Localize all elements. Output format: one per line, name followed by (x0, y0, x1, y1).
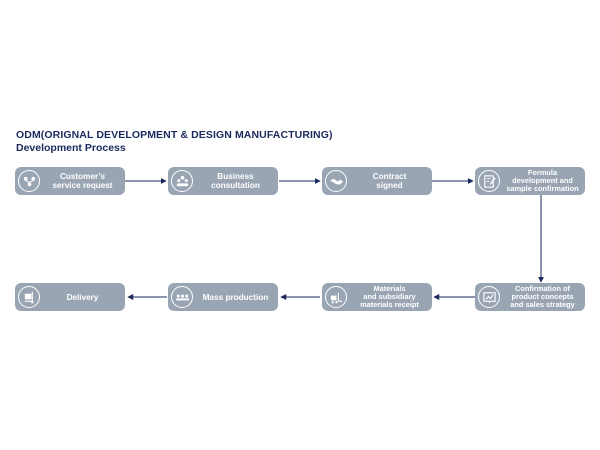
chart-board-icon (478, 286, 500, 308)
step-confirmation-product-concepts: Confirmation of product concepts and sal… (475, 283, 585, 311)
step-delivery: Delivery (15, 283, 125, 311)
handshake-icon (325, 170, 347, 192)
diagram-title: ODM(ORIGNAL DEVELOPMENT & DESIGN MANUFAC… (16, 129, 333, 154)
meeting-icon (171, 170, 193, 192)
step-label: Confirmation of product concepts and sal… (510, 284, 575, 309)
step-materials-receipt: Materials and subsidiary materials recei… (322, 283, 432, 311)
step-label: Business consultation (211, 172, 260, 190)
step-label: Mass production (202, 292, 269, 302)
step-formula-development: Formula development and sample confirmat… (475, 167, 585, 195)
step-label: Customer’s service request (52, 172, 113, 190)
step-contract-signed: Contract signed (322, 167, 432, 195)
title-sub: Development Process (16, 142, 126, 154)
title-main: ODM(ORIGNAL DEVELOPMENT & DESIGN MANUFAC… (16, 129, 333, 141)
step-label: Delivery (66, 292, 99, 302)
step-label: Formula development and sample confirmat… (506, 168, 579, 193)
step-mass-production: Mass production (168, 283, 278, 311)
forklift-icon (325, 286, 347, 308)
hand-truck-icon (18, 286, 40, 308)
step-business-consultation: Business consultation (168, 167, 278, 195)
step-customer-service-request: Customer’s service request (15, 167, 125, 195)
step-label: Materials and subsidiary materials recei… (360, 284, 419, 309)
conveyor-icon (171, 286, 193, 308)
people-network-icon (18, 170, 40, 192)
step-label: Contract signed (372, 172, 407, 190)
document-pen-icon (478, 170, 500, 192)
